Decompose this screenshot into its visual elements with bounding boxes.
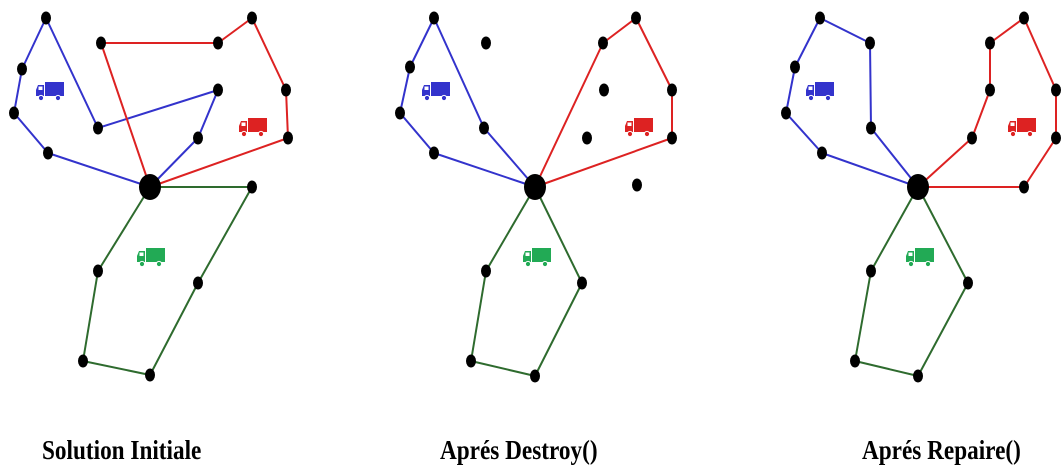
removed-customer-node — [599, 83, 609, 97]
customer-node — [866, 264, 876, 278]
truck-icon — [906, 248, 934, 268]
customer-node — [281, 83, 291, 97]
customer-node — [530, 369, 540, 383]
route-green — [854, 186, 969, 377]
customer-node — [93, 264, 103, 278]
truck-icon — [422, 82, 450, 102]
customer-node — [963, 276, 973, 290]
truck-icon — [239, 118, 267, 138]
customer-node — [598, 36, 608, 50]
customer-node — [1051, 83, 1061, 97]
customer-node — [815, 11, 825, 25]
removed-customer-node — [632, 178, 642, 192]
customer-node — [78, 354, 88, 368]
route-blue — [785, 17, 919, 188]
depot-node — [524, 174, 546, 200]
customer-node — [667, 83, 677, 97]
customer-node — [781, 106, 791, 120]
route-red — [534, 17, 673, 188]
customer-node — [283, 131, 293, 145]
customer-node — [247, 11, 257, 25]
customer-node — [145, 368, 155, 382]
customer-node — [1019, 180, 1029, 194]
customer-node — [17, 62, 27, 76]
customer-node — [193, 131, 203, 145]
route-green — [82, 186, 253, 376]
caption-apres-destroy: Aprés Destroy() — [440, 435, 598, 465]
customer-node — [429, 11, 439, 25]
caption-solution-initiale: Solution Initiale — [42, 435, 202, 465]
truck-icon — [523, 248, 551, 268]
depot-node — [907, 174, 929, 200]
panel-apres-repaire — [781, 11, 1061, 383]
panel-apres-destroy — [395, 11, 677, 383]
customer-node — [967, 131, 977, 145]
customer-node — [790, 60, 800, 74]
customer-node — [96, 36, 106, 50]
customer-node — [213, 36, 223, 50]
customer-node — [866, 121, 876, 135]
customer-node — [213, 83, 223, 97]
customer-node — [479, 121, 489, 135]
customer-node — [93, 121, 103, 135]
customer-node — [395, 106, 405, 120]
customer-node — [985, 83, 995, 97]
customer-node — [466, 354, 476, 368]
customer-node — [9, 106, 19, 120]
customer-node — [481, 264, 491, 278]
customer-node — [577, 276, 587, 290]
customer-node — [429, 146, 439, 160]
customer-node — [850, 354, 860, 368]
caption-apres-repaire: Aprés Repaire() — [862, 435, 1021, 465]
depot-node — [139, 174, 161, 200]
removed-customer-node — [481, 36, 491, 50]
customer-node — [247, 180, 257, 194]
route-green — [470, 186, 583, 377]
route-red — [100, 17, 289, 188]
customer-node — [631, 11, 641, 25]
customer-node — [41, 11, 51, 25]
customer-node — [865, 36, 875, 50]
truck-icon — [625, 118, 653, 138]
customer-node — [817, 146, 827, 160]
truck-icon — [806, 82, 834, 102]
customer-node — [1051, 131, 1061, 145]
customer-node — [667, 131, 677, 145]
route-blue — [399, 17, 536, 188]
customer-node — [405, 60, 415, 74]
customer-node — [43, 146, 53, 160]
truck-icon — [36, 82, 64, 102]
customer-node — [1019, 11, 1029, 25]
panel-solution-initiale — [9, 11, 293, 382]
customer-node — [913, 369, 923, 383]
truck-icon — [1008, 118, 1036, 138]
customer-node — [985, 36, 995, 50]
customer-node — [193, 276, 203, 290]
removed-customer-node — [582, 131, 592, 145]
truck-icon — [137, 248, 165, 268]
